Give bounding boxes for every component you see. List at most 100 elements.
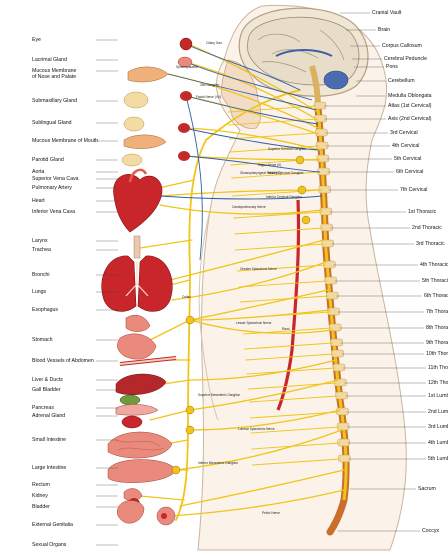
ganglion	[186, 426, 194, 434]
label-mucous-mouth: Mucous Membrane of Mouth	[32, 138, 98, 144]
inner-label-facial: Facial Nerve (VII)	[196, 96, 221, 100]
ganglion	[296, 156, 304, 164]
vertebra-l1	[336, 392, 348, 399]
label-lacrimal: Lacrimal Gland	[32, 57, 67, 63]
organs	[102, 38, 192, 525]
label-atlas: Atlas (1st Cervical)	[388, 103, 432, 109]
vertebra-l4	[338, 439, 350, 446]
ganglion	[186, 316, 194, 324]
label-lungs: Lungs	[32, 289, 46, 295]
trachea-organ	[134, 236, 140, 258]
vertebra-t7	[328, 308, 340, 315]
label-pons: Pons	[386, 64, 398, 70]
label-ivc: Inferior Vena Cava	[32, 209, 75, 215]
inner-label-vagus: Vagus Nerve (X)	[258, 164, 281, 168]
label-corpus: Corpus Callosum	[382, 43, 422, 49]
label-sacrum: Sacrum	[418, 486, 436, 492]
label-t4: 4th Thoracic	[420, 262, 448, 268]
nose-organ	[128, 67, 168, 82]
label-l4: 4th Lumbar	[428, 440, 448, 446]
inner-label-mid_cerv: Middle Cervical Ganglion	[268, 172, 303, 176]
inner-label-ciliary: Ciliary Gan.	[206, 42, 223, 46]
inner-label-lesser_splanchnic: Lesser Splanchnic Nerve	[236, 322, 271, 326]
vertebra-t9	[331, 339, 343, 346]
label-t10: 10th Thoracic	[426, 351, 448, 357]
vagus-branch	[140, 496, 184, 500]
vertebra-t10	[332, 350, 344, 357]
ganglion	[186, 406, 194, 414]
vertebra-c3	[315, 129, 327, 136]
inner-label-lumbar_splanchnic: Lumbar Splanchnic Nerve	[238, 428, 275, 432]
label-l1: 1st Lumbar	[428, 393, 448, 399]
label-submaxillary: Submaxillary Gland	[32, 98, 77, 104]
vertebra-l2	[336, 408, 348, 415]
submaxillary-organ	[124, 92, 148, 108]
vertebra-t6	[326, 292, 338, 299]
label-mucous-nose-2: of Nose and Palate	[32, 74, 76, 80]
bladder-organ	[117, 501, 144, 524]
label-esophagus: Esophagus	[32, 307, 58, 313]
ganglion	[172, 466, 180, 474]
label-t9: 9th Thoracic	[426, 340, 448, 346]
label-t6: 6th Thoracic	[424, 293, 448, 299]
inner-label-sphenopalatine: Sphenopalatine	[176, 66, 198, 70]
inner-label-inf_mes: Inferior Mesenteric Ganglion	[198, 462, 238, 466]
stomach-organ	[117, 334, 156, 359]
label-bronchi: Bronchi	[32, 272, 50, 278]
label-kidney: Kidney	[32, 493, 48, 499]
label-pancreas: Pancreas	[32, 405, 54, 411]
label-liver: Liver & Ducts	[32, 377, 63, 383]
label-sexual-organs: Sexual Organs	[32, 542, 66, 548]
label-pulm-artery: Pulmonary Artery	[32, 185, 72, 191]
label-blood-vessels: Blood Vessels of Abdomen	[32, 358, 94, 364]
vagus-branch	[150, 320, 190, 340]
vertebra-c4	[316, 142, 328, 149]
ganglion	[182, 92, 190, 100]
label-t7: 7th Thoracic	[426, 309, 448, 315]
label-t1: 1st Thoracic	[408, 209, 436, 215]
ganglion	[302, 216, 310, 224]
label-l3: 3rd Lumbar	[428, 424, 448, 430]
ganglion	[180, 152, 188, 160]
ganglion	[180, 124, 188, 132]
label-parotid: Parotid Gland	[32, 157, 64, 163]
label-t2: 2nd Thoracic	[412, 225, 442, 231]
label-large-int: Large Intestine	[32, 465, 66, 471]
label-t8: 8th Thoracic	[426, 325, 448, 331]
label-rectum: Rectum	[32, 482, 50, 488]
label-c4: 4th Cervical	[392, 143, 419, 149]
inner-label-sup_mes: Superior Mesenteric Ganglion	[198, 394, 240, 398]
large-intestine-organ	[108, 460, 176, 483]
heart-organ	[113, 174, 162, 232]
vertebra-l3	[337, 423, 349, 430]
label-cerebellum: Cerebellum	[388, 78, 415, 84]
gall-organ	[120, 395, 140, 405]
ganglion	[298, 186, 306, 194]
inner-label-inf_cerv: Inferior Cervical Ganglion	[266, 196, 302, 200]
label-c3: 3rd Cervical	[390, 130, 418, 136]
label-c6: 6th Cervical	[396, 169, 423, 175]
inner-label-pelvic: Pelvic Nerve	[262, 512, 280, 516]
inner-label-ramus: Rami	[282, 328, 289, 332]
inner-label-greater_splanchnic: Greater Splanchnic Nerve	[240, 268, 277, 272]
cerebellum	[324, 71, 348, 89]
label-cranial-vault: Cranial Vault	[372, 10, 401, 16]
label-coccyx: Coccyx	[422, 528, 439, 534]
label-brain: Brain	[378, 27, 390, 33]
pancreas-organ	[116, 404, 158, 415]
vertebra-t5	[325, 277, 337, 284]
label-t5: 5th Thoracic	[422, 278, 448, 284]
inner-label-celiac: Celiac	[182, 296, 191, 300]
label-adrenal: Adrenal Gland	[32, 413, 65, 419]
vertebra-t11	[333, 364, 345, 371]
vertebra-c5	[317, 155, 329, 162]
label-l2: 2nd Lumbar	[428, 409, 448, 415]
ganglion	[182, 40, 190, 48]
label-cerebral-ped: Cerebral Peduncle	[384, 56, 427, 62]
vertebra-c6	[318, 168, 330, 175]
vertebra-t1	[320, 208, 332, 215]
label-ext-genitalia: External Genitalia	[32, 522, 73, 528]
vagus-branch	[140, 240, 192, 248]
label-medulla: Medulla Oblongata	[388, 93, 432, 99]
